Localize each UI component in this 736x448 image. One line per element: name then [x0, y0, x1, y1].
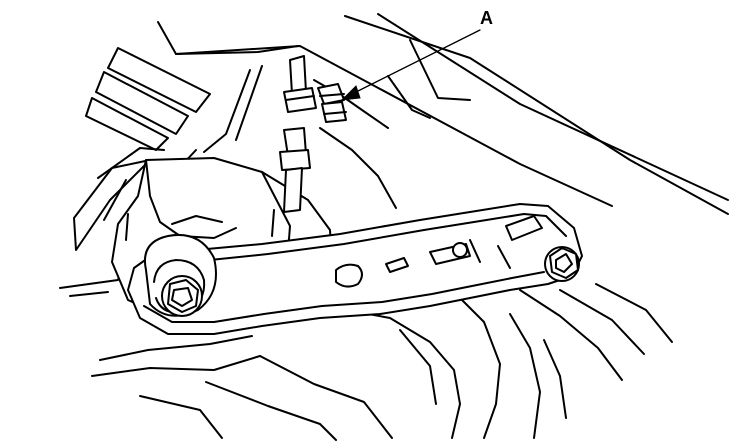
- callout-a-label: A: [480, 8, 493, 28]
- hose-clamp: [317, 83, 347, 123]
- lower-body-contours: [91, 225, 673, 441]
- outboard-bolt: [544, 246, 580, 282]
- callout-a-leader: [351, 29, 481, 95]
- callout-a: A: [340, 8, 493, 101]
- brake-hose: [271, 55, 397, 237]
- floor-panel-lines: [157, 13, 729, 215]
- slotted-bracket-left: [85, 47, 211, 151]
- callout-a-arrowhead: [340, 85, 361, 101]
- arm-holes: [335, 242, 471, 288]
- inboard-bolt: [161, 275, 203, 317]
